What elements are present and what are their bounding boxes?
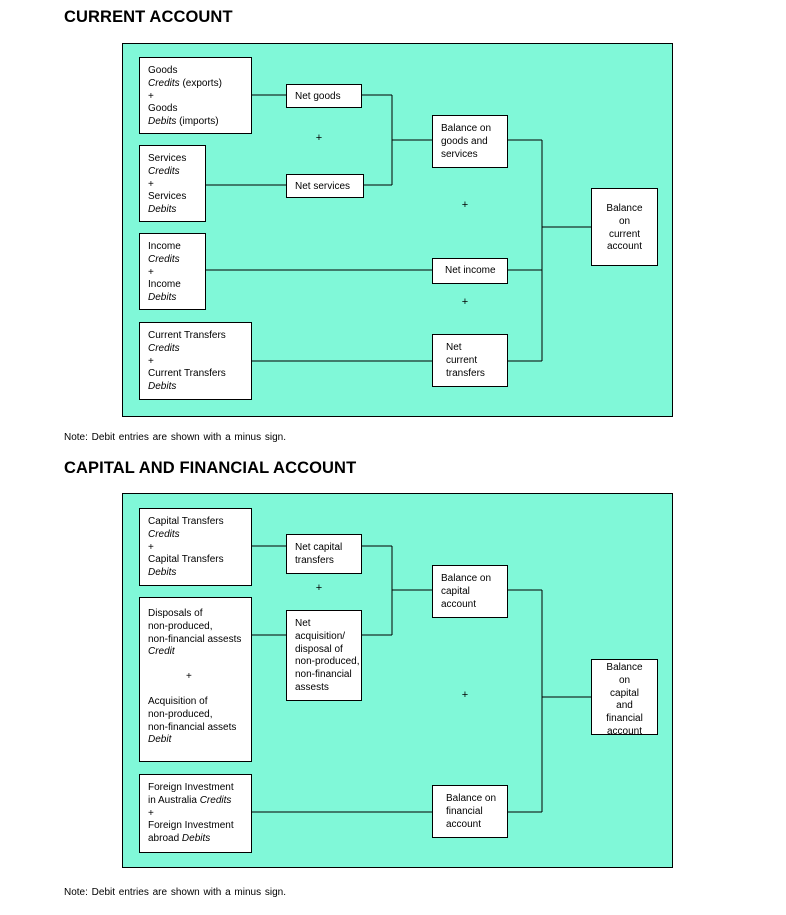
- plus-sign: +: [461, 689, 469, 701]
- current-account-note: Note: Debit entries are shown with a min…: [64, 432, 286, 443]
- services-box: Services Credits + Services Debits: [139, 145, 206, 222]
- net-income-box: Net income: [432, 258, 508, 284]
- net-acquisition-box: Net acquisition/ disposal of non-produce…: [286, 610, 362, 701]
- plus-sign: +: [461, 199, 469, 211]
- balance-financial-account-box: Balance on financial account: [432, 785, 508, 838]
- foreign-investment-box: Foreign Investment in Australia Credits …: [139, 774, 252, 853]
- current-transfers-box: Current Transfers Credits + Current Tran…: [139, 322, 252, 400]
- goods-box: Goods Credits (exports) + Goods Debits (…: [139, 57, 252, 134]
- net-services-box: Net services: [286, 174, 364, 198]
- income-box: Income Credits + Income Debits: [139, 233, 206, 310]
- plus-sign: +: [315, 132, 323, 144]
- balance-goods-services-box: Balance on goods and services: [432, 115, 508, 168]
- net-capital-transfers-box: Net capital transfers: [286, 534, 362, 574]
- capital-financial-note: Note: Debit entries are shown with a min…: [64, 887, 286, 898]
- net-current-transfers-box: Net current transfers: [432, 334, 508, 387]
- non-produced-assets-box: Disposals of non-produced, non-financial…: [139, 597, 252, 762]
- current-account-heading: CURRENT ACCOUNT: [64, 8, 233, 26]
- plus-sign: +: [461, 296, 469, 308]
- balance-current-account-box: Balance on current account: [591, 188, 658, 266]
- balance-capital-account-box: Balance on capital account: [432, 565, 508, 618]
- plus-sign: +: [315, 582, 323, 594]
- capital-transfers-box: Capital Transfers Credits + Capital Tran…: [139, 508, 252, 586]
- capital-financial-heading: CAPITAL AND FINANCIAL ACCOUNT: [64, 459, 357, 477]
- balance-capital-financial-box: Balance on capital and financial account: [591, 659, 658, 737]
- net-goods-box: Net goods: [286, 84, 362, 108]
